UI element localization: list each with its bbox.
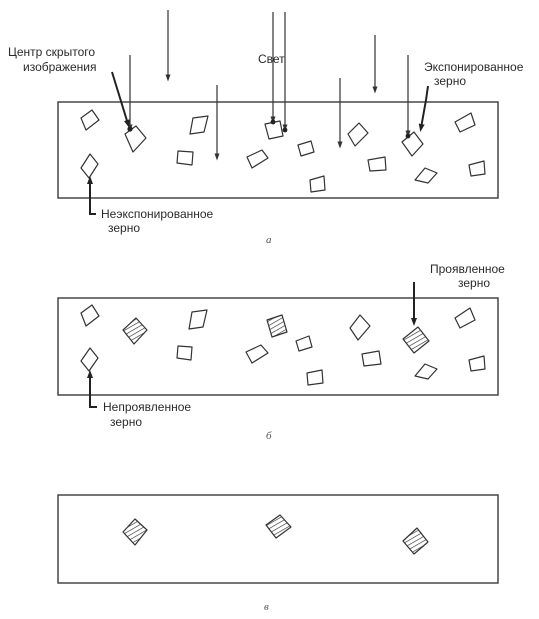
panel-letter-c: в <box>264 601 269 613</box>
panel-letter-b: б <box>266 430 272 442</box>
latent-center-dot <box>283 128 288 133</box>
latent-center-leader <box>112 72 128 124</box>
label-undeveloped-grain-line2: зерно <box>110 415 142 429</box>
developed-grain <box>267 315 287 337</box>
emulsion-layer <box>58 102 498 198</box>
label-undeveloped-grain-line1: Непроявленное <box>103 400 191 414</box>
grain <box>247 150 268 168</box>
exposed-grain-leader <box>421 86 428 128</box>
unexposed-grain-leader <box>90 180 96 214</box>
grain <box>350 315 370 340</box>
latent-center-dot <box>271 120 276 125</box>
label-developed-grain-line2: зерно <box>458 276 490 290</box>
grain <box>177 151 193 165</box>
emulsion-layer <box>58 495 498 583</box>
grain <box>246 345 268 363</box>
grain <box>415 364 437 379</box>
grain <box>81 154 98 178</box>
developed-grain <box>403 528 428 554</box>
grain <box>415 168 437 183</box>
grain <box>296 336 312 351</box>
label-unexposed-grain-line2: зерно <box>108 221 140 235</box>
label-light: Свет <box>258 52 285 66</box>
grain <box>455 113 475 132</box>
label-developed-grain-line1: Проявленное <box>430 262 505 276</box>
grains <box>81 110 485 192</box>
grain <box>190 116 208 134</box>
developed-grain <box>123 519 147 545</box>
grain <box>81 110 99 130</box>
label-latent-center-line1: Центр скрытого <box>8 45 95 59</box>
panel-a: Центр скрытого изображения Свет Экспонир… <box>8 10 524 246</box>
label-latent-center-line2: изображения <box>23 60 97 74</box>
panel-letter-a: а <box>266 234 272 246</box>
label-exposed-grain-line2: зерно <box>434 74 466 88</box>
panel-c: в <box>58 495 498 613</box>
grain <box>81 305 99 326</box>
label-unexposed-grain-line1: Неэкспонированное <box>101 207 214 221</box>
grain <box>310 176 325 192</box>
grain <box>177 346 192 360</box>
grain <box>81 348 98 371</box>
developed-grain <box>123 318 147 344</box>
developed-grain <box>266 515 291 538</box>
grain <box>348 123 368 146</box>
panel-b: Проявленное зерно Непроявленное зерно б <box>58 262 505 442</box>
undeveloped-grain-leader <box>90 374 97 407</box>
grain <box>298 141 314 156</box>
grain <box>189 310 207 329</box>
grain <box>307 370 323 385</box>
latent-center-dot <box>406 134 411 139</box>
grain <box>402 132 423 156</box>
label-exposed-grain-line1: Экспонированное <box>424 60 524 74</box>
grain <box>469 161 485 176</box>
grain <box>469 356 485 371</box>
grain <box>362 351 381 366</box>
emulsion-layer <box>58 298 498 395</box>
grains <box>123 515 428 554</box>
grain <box>368 157 386 171</box>
developed-grain <box>403 327 429 353</box>
grain <box>455 308 475 328</box>
grains <box>81 305 485 385</box>
latent-center-dot <box>127 126 132 131</box>
